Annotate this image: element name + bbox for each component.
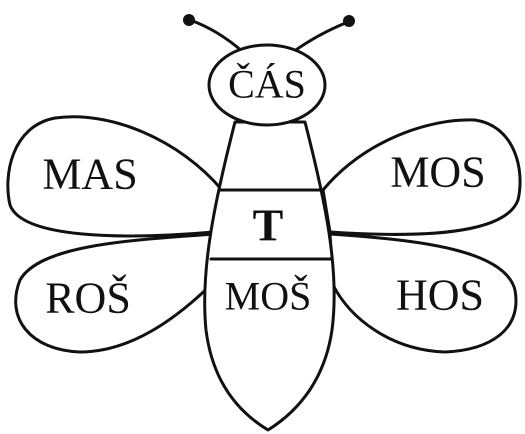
- body-center-letter: T: [253, 200, 284, 251]
- left-antenna: [190, 20, 243, 52]
- head-label: ČÁS: [228, 62, 306, 107]
- wing-label-upper-right: MOS: [390, 148, 485, 197]
- wing-label-lower-right: HOS: [396, 271, 484, 320]
- right-antenna-tip: [343, 15, 355, 27]
- left-antenna-tip: [183, 14, 195, 26]
- body-lower-label: MOŠ: [225, 274, 312, 319]
- right-antenna: [293, 22, 348, 52]
- wing-label-lower-left: ROŠ: [45, 274, 131, 323]
- wing-label-upper-left: MAS: [42, 150, 137, 199]
